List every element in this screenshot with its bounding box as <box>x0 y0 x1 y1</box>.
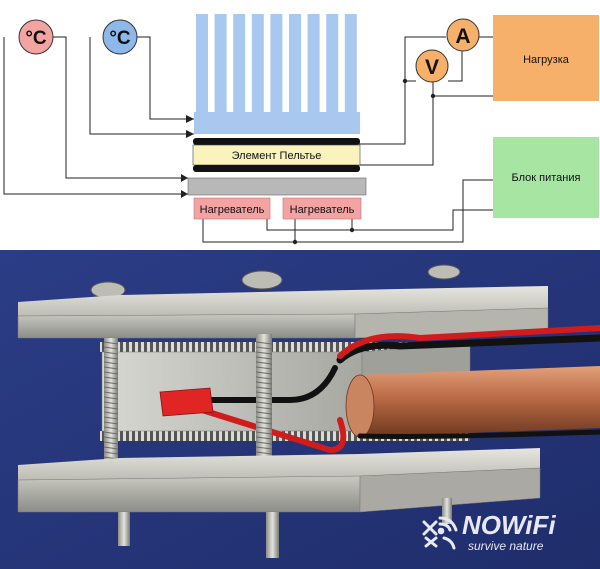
load-label: Нагрузка <box>523 54 570 66</box>
heatsink-fin <box>270 14 283 114</box>
heatsink-fin <box>326 14 339 114</box>
wifi-x-icon <box>422 516 458 550</box>
top-screw-heads <box>90 264 461 299</box>
watermark-brand: NOWiFi <box>462 510 556 540</box>
peltier-test-schematic: Элемент Пельтье Нагреватель Нагреватель … <box>3 14 599 245</box>
thermometer-1-label: °C <box>25 28 47 49</box>
thermometer-2-label: °C <box>109 28 131 49</box>
heatsink-fin <box>196 14 208 114</box>
heatsink-fin <box>214 14 227 114</box>
heatsink-fin <box>289 14 301 114</box>
heatsink <box>194 14 360 134</box>
probe-arrows <box>181 115 194 198</box>
ammeter-label: A <box>455 25 470 48</box>
voltmeter-label: V <box>425 56 439 79</box>
peltier-assembly-photo: NOWiFi survive nature <box>0 250 600 569</box>
heater-1-label: Нагреватель <box>200 204 265 216</box>
heatsink-fin <box>251 14 264 114</box>
peltier-element: Элемент Пельтье <box>192 138 361 172</box>
ammeter: A <box>446 18 480 52</box>
heater-2-label: Нагреватель <box>290 204 355 216</box>
copper-heat-pipe <box>345 366 600 438</box>
load-box: Нагрузка <box>493 15 599 101</box>
red-heat-shrink <box>159 387 214 417</box>
cold-plate <box>187 177 367 196</box>
wires <box>167 325 600 454</box>
heatsink-fin <box>344 14 357 114</box>
nowifi-watermark: NOWiFi survive nature <box>422 510 556 553</box>
thermometer-2: °C <box>102 19 138 55</box>
voltmeter: V <box>415 49 449 83</box>
wire-junctions <box>292 78 436 245</box>
watermark-tagline: survive nature <box>468 539 544 553</box>
power-supply-label: Блок питания <box>512 172 581 184</box>
bottom-aluminum-plate <box>17 448 541 513</box>
peltier-label: Элемент Пельтье <box>232 150 322 162</box>
power-supply-box: Блок питания <box>493 137 599 218</box>
heatsink-fin <box>233 14 246 114</box>
bottom-screws <box>118 498 452 558</box>
thermometer-1: °C <box>18 19 54 55</box>
top-aluminum-plate <box>17 286 549 339</box>
heater-1: Нагреватель <box>193 197 271 220</box>
heater-2: Нагреватель <box>282 197 362 220</box>
heatsink-fin <box>307 14 320 114</box>
